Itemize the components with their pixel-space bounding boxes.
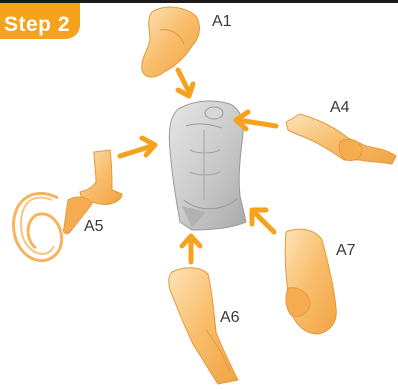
part-a1	[142, 7, 200, 77]
part-a4	[286, 114, 396, 164]
label-a7: A7	[336, 242, 356, 260]
label-a6: A6	[220, 309, 240, 327]
part-a7	[285, 229, 336, 334]
arrow-a5	[120, 138, 155, 156]
label-a4: A4	[330, 99, 350, 117]
arrow-a6	[182, 236, 200, 262]
arrow-a4	[236, 112, 276, 129]
label-a1: A1	[212, 13, 232, 31]
arrow-a1	[178, 70, 193, 96]
part-a5	[13, 150, 122, 261]
label-a5: A5	[84, 218, 104, 236]
arrow-a7	[252, 210, 274, 232]
